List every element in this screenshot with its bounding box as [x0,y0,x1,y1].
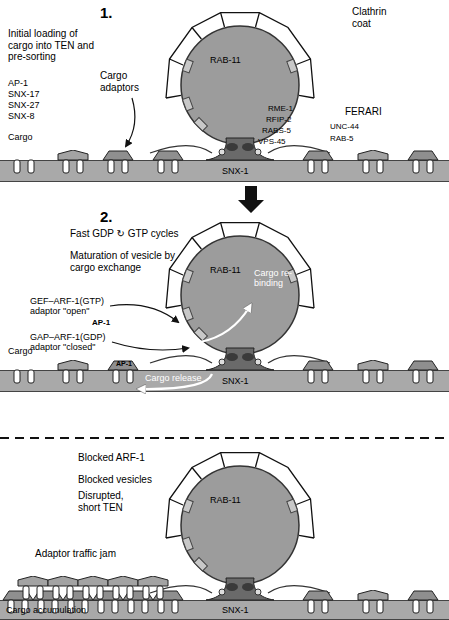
cargo-adaptor [63,591,93,613]
endosome-band: SNX-1 [0,160,449,182]
cargo-adaptor [303,151,333,173]
step-description: Fast GDP ↻ GTP cycles [70,228,190,240]
vesicle-outline [180,25,300,145]
pointer-arrow [126,98,135,146]
step-arrow [238,186,264,213]
cargo-adaptor [18,576,48,599]
vesicle-outline [180,465,300,585]
cargo-adaptor [108,361,138,383]
vesicle-decoration [150,223,330,370]
protein-name: AP-1 [92,318,122,327]
protein-name: SNX-17 [8,89,68,99]
cargo-adaptor [358,150,388,173]
cargo-adaptor [358,590,388,613]
protein-name: UNC-44 [330,122,370,131]
cargo-adaptor [358,360,388,383]
cargo-adaptor [78,576,108,599]
vesicle-shape [181,466,299,584]
cargo-adaptor [303,361,333,383]
step-description: Maturation of vesicle by cargo exchange [70,250,176,273]
vesicle-circle: RAB-11 [180,235,300,355]
cargo-release-arrow [140,374,212,389]
band-label: SNX-1 [222,166,249,177]
step-description: Blocked ARF-1 [78,452,198,464]
pointer-arrow [110,305,178,322]
vesicle-shape [181,236,299,354]
panel-number: 1. [100,4,130,21]
cargo-adaptor [303,591,333,613]
state-label: GEF–ARF-1(GTP) adaptor "open" [30,296,115,317]
step-description: Blocked vesicles [78,474,198,486]
cargo-adaptor [33,591,63,613]
cargo-adaptor [408,361,438,383]
vesicle-outline [180,235,300,355]
endosome-band: SNX-1 [0,600,449,620]
vesicle-label: RAB-11 [210,265,241,276]
panel-number: 2. [100,208,130,225]
protein-name: SNX-27 [8,100,68,110]
protein-name: SNX-8 [8,111,68,121]
vesicle-circle: RAB-11 [180,25,300,145]
component-label: Cargo [8,346,48,356]
cargo-adaptor [153,151,183,173]
cargo-adaptor [123,591,153,613]
component-label: Cargo [8,132,68,142]
protein-name: RAB-5 [330,134,370,143]
cargo-adaptor [58,360,88,383]
vesicle-label: RAB-11 [210,495,241,506]
cargo-adaptor [103,151,133,173]
band-label: SNX-1 [222,605,249,616]
cargo-adaptor [48,576,78,599]
step-description: Adaptor traffic jam [35,548,155,560]
state-label: GAP–ARF-1(GDP) adaptor "closed" [30,332,125,353]
pointer-arrow [112,342,188,350]
component-label: Cargo adaptors [100,70,160,93]
vesicle-decoration [150,453,330,600]
vesicle-label: RAB-11 [210,55,241,66]
cargo-adaptor [93,591,123,613]
cargo-adaptor [408,151,438,173]
cargo-rebinding-arrow [200,306,250,342]
cargo-adaptor [153,591,183,613]
band-label: SNX-1 [222,376,249,387]
vesicle-shape [181,26,299,144]
vesicle-circle: RAB-11 [180,465,300,585]
cargo-adaptor [108,576,138,599]
cargo-adaptor [408,591,438,613]
cargo-group [14,160,34,173]
step-description: Disrupted, short TEN [78,490,140,513]
endosome-band: SNX-1 [0,370,449,392]
cargo-adaptor [58,150,88,173]
cargo-group [14,370,34,383]
vesicle-decoration [150,13,330,160]
protein-name: AP-1 [8,78,68,88]
protein-name: AP-1 [116,360,141,368]
step-description: Initial loading of cargo into TEN and pr… [8,28,100,63]
complex-name: FERARI [345,106,405,118]
cargo-adaptor [3,591,33,613]
cargo-adaptor [138,576,168,599]
component-label: Clathrin coat [352,6,402,29]
panel-separator [0,437,449,439]
